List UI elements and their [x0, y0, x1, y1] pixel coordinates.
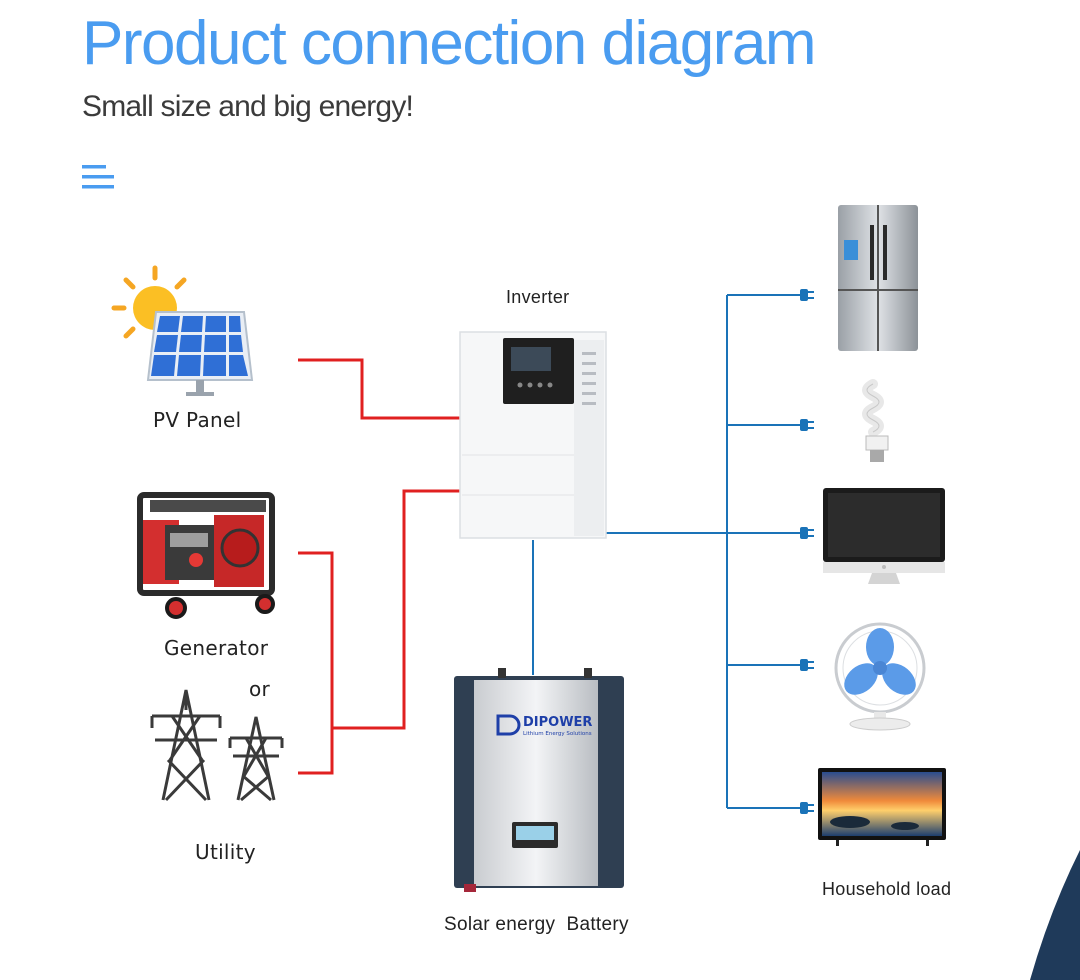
ac-input-lines — [298, 358, 462, 775]
fridge-icon — [838, 205, 918, 351]
battery-icon: DIPOWER Lithium Energy Solutions — [454, 668, 624, 892]
battery-label: Solar energy Battery — [444, 914, 629, 935]
plug-icon — [800, 802, 814, 814]
household-load-label: Household load — [822, 879, 952, 899]
power-tower-icon — [228, 716, 284, 802]
plug-icons — [800, 289, 814, 814]
bulb-icon — [862, 379, 889, 462]
page-title: Product connection diagram — [82, 9, 817, 78]
tv-icon — [818, 768, 946, 846]
corner-decoration — [1030, 850, 1080, 980]
pv-line — [298, 358, 462, 420]
generator-label: Generator — [164, 636, 269, 660]
utility-label: Utility — [195, 840, 256, 864]
output-lines — [532, 294, 800, 809]
plug-icon — [800, 419, 814, 431]
monitor-icon — [823, 488, 945, 584]
plug-icon — [800, 527, 814, 539]
plug-icon — [800, 659, 814, 671]
inverter-label: Inverter — [506, 287, 570, 307]
battery-tagline: Lithium Energy Solutions — [523, 731, 592, 737]
menu-icon[interactable] — [82, 165, 116, 189]
utility-line — [298, 728, 334, 775]
fan-icon — [834, 622, 926, 731]
or-label: or — [249, 677, 271, 701]
plug-icon — [800, 289, 814, 301]
pv-panel-label: PV Panel — [153, 408, 242, 432]
inverter-icon — [459, 331, 607, 539]
solar-panel-icon — [146, 311, 254, 396]
power-tower-icon — [150, 689, 222, 802]
battery-brand: DIPOWER — [523, 715, 592, 730]
generator-icon — [137, 492, 275, 619]
generator-line — [298, 489, 462, 730]
page-subtitle: Small size and big energy! — [82, 90, 414, 123]
